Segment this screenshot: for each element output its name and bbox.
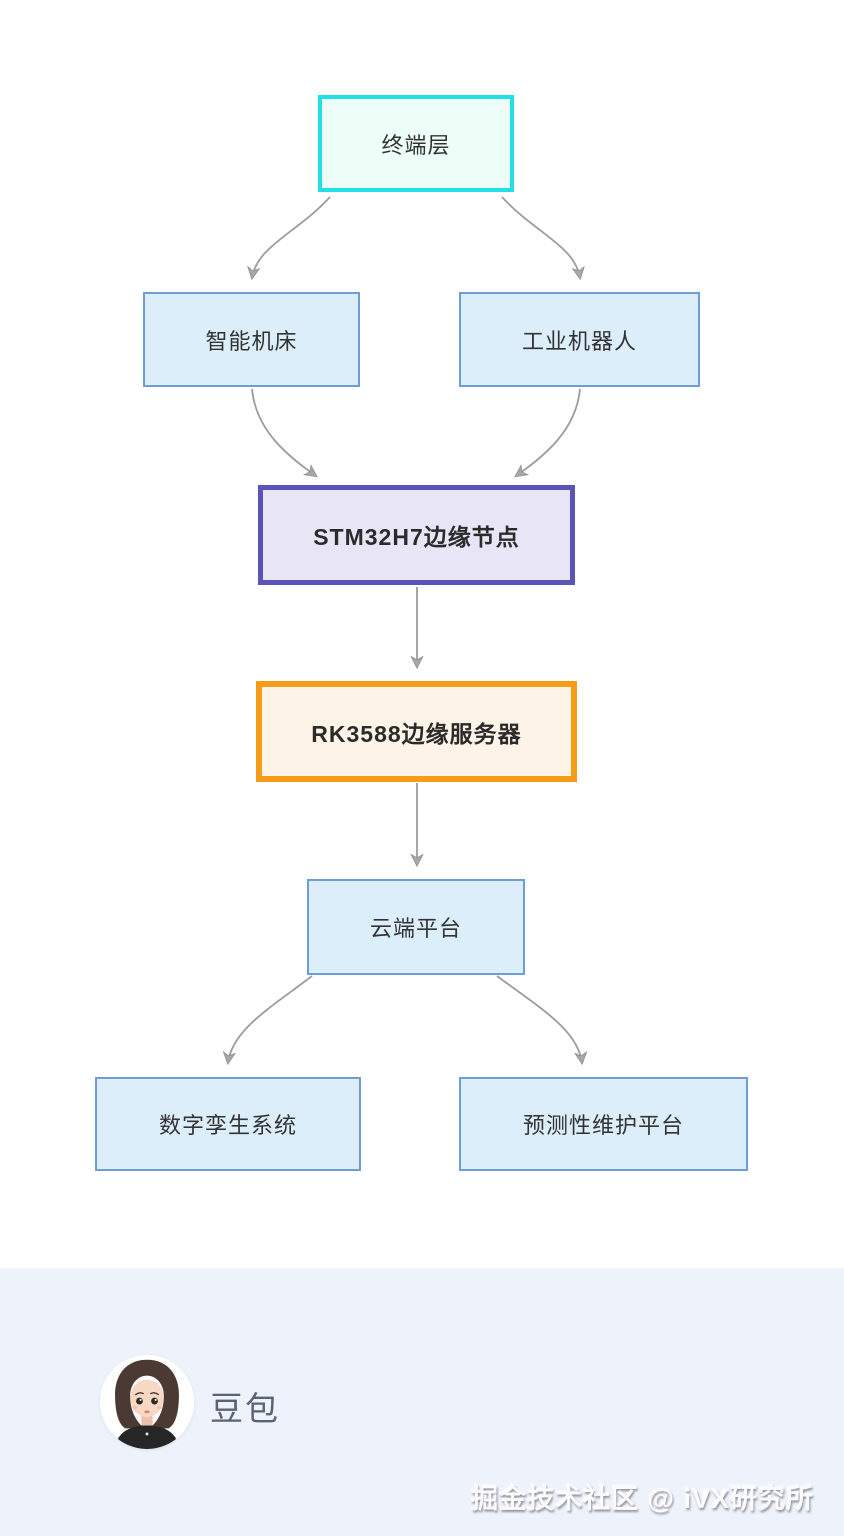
edge-terminal-to-machine <box>252 196 331 278</box>
node-digital-twin-system-label: 数字孪生系统 <box>158 1113 297 1138</box>
edge-cloud-to-twin <box>228 975 313 1063</box>
edge-cloud-to-maintenance <box>496 975 582 1063</box>
node-rk3588-edge-server-label: RK3588边缘服务器 <box>311 720 522 747</box>
doubao-avatar <box>100 1355 194 1449</box>
node-stm32h7-edge-node-label: STM32H7边缘节点 <box>313 524 520 550</box>
node-stm32h7-edge-node: STM32H7边缘节点 <box>258 485 575 585</box>
node-terminal-layer-label: 终端层 <box>381 132 451 158</box>
node-rk3588-edge-server: RK3588边缘服务器 <box>256 681 577 782</box>
author-name: 豆包 <box>210 1390 280 1427</box>
edge-machine-to-stm32 <box>251 388 316 476</box>
node-industrial-robot-label: 工业机器人 <box>521 328 637 354</box>
node-industrial-robot: 工业机器人 <box>459 292 700 387</box>
node-cloud-platform: 云端平台 <box>307 879 525 975</box>
node-cloud-platform-label: 云端平台 <box>369 916 462 941</box>
edge-terminal-to-robot <box>501 196 580 278</box>
node-predictive-maintenance-label: 预测性维护平台 <box>522 1113 684 1138</box>
node-smart-machine-tool-label: 智能机床 <box>205 328 298 354</box>
watermark-text: 掘金技术社区 @ iVX研究所 <box>471 1484 814 1514</box>
connector-layer <box>0 196 844 1268</box>
node-smart-machine-tool: 智能机床 <box>143 292 360 387</box>
node-terminal-layer: 终端层 <box>318 95 514 192</box>
node-predictive-maintenance: 预测性维护平台 <box>459 1077 748 1171</box>
node-digital-twin-system: 数字孪生系统 <box>95 1077 361 1171</box>
edge-robot-to-stm32 <box>516 388 581 476</box>
cartoon-girl-avatar-icon <box>100 1355 194 1449</box>
